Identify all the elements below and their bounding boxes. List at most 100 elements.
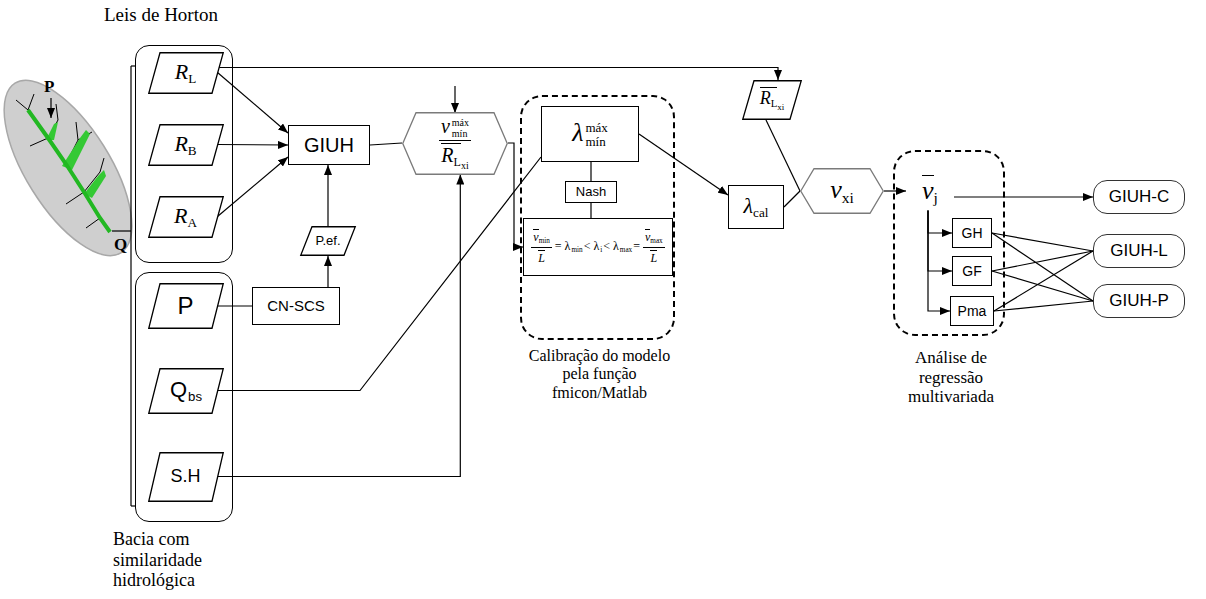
subscript-text: cal — [753, 205, 768, 220]
group-box: Bacia com similaridade hidrológicaPQbsS.… — [135, 272, 233, 522]
connector — [218, 157, 289, 217]
node-label: P — [176, 292, 194, 320]
connector — [994, 251, 1093, 311]
overbar-group: L — [650, 250, 657, 265]
symbol-text: R — [174, 131, 187, 156]
fraction-numerator: vmin — [531, 229, 552, 248]
node-label: CN-SCS — [266, 297, 326, 314]
node-label: vmáxmínRLxi — [437, 115, 473, 171]
connector — [639, 134, 728, 195]
subscript-text: mín — [452, 128, 469, 139]
node-label: Pma — [957, 303, 988, 319]
subscript-text: xi — [777, 102, 784, 112]
connector — [218, 305, 253, 306]
node-label: Nash — [575, 185, 607, 200]
caption-text: Análise de regressão multivariada — [908, 348, 994, 406]
stacked-limits: máxmín — [585, 121, 607, 150]
connector — [992, 251, 1093, 271]
symbol-text: Pma — [958, 303, 987, 319]
symbol-text: P — [177, 292, 193, 319]
data-parallelogram: Qbs — [148, 368, 224, 414]
dashed-group-box: Análise de regressão multivariadavjGHGFP… — [893, 150, 1005, 336]
symbol-text: Nash — [576, 184, 606, 199]
node-label: RA — [174, 203, 197, 230]
symbol-text: S.H — [170, 466, 200, 486]
node-label: RL — [175, 59, 197, 86]
fraction: vmáxmínRLxi — [439, 115, 471, 171]
connector — [327, 256, 328, 287]
symbol-text: R — [760, 88, 771, 108]
data-parallelogram: RLxi — [742, 80, 802, 120]
output-box: GIUH-C — [1093, 180, 1185, 214]
connector — [218, 73, 289, 134]
symbol-text: < λ — [584, 239, 600, 253]
symbol-text: GIUH-L — [1110, 241, 1168, 260]
connector — [218, 175, 461, 477]
symbol-text: CN-SCS — [267, 297, 325, 314]
fraction: vminL — [531, 229, 552, 265]
overbar-group: RL — [760, 87, 778, 110]
caption-text: Leis de Horton — [104, 4, 218, 25]
connector — [218, 157, 542, 391]
subscript-text: L — [771, 97, 778, 109]
subscript-text: max — [620, 246, 632, 254]
symbol-text: v — [645, 230, 650, 244]
connector — [884, 190, 906, 191]
node-label: vj — [922, 175, 938, 208]
symbol-text: P.ef. — [315, 233, 340, 248]
data-parallelogram: RL — [148, 52, 224, 94]
symbol-text: λ — [572, 118, 583, 147]
node-label: Qbs — [169, 377, 202, 404]
symbol-text: R — [441, 144, 453, 166]
process-box: Pma — [950, 296, 994, 326]
symbol-text: GF — [962, 263, 981, 279]
outline — [148, 368, 223, 413]
callout-label: P — [44, 78, 54, 95]
symbol-text: R — [174, 203, 187, 228]
node-label: GIUH — [303, 134, 355, 157]
process-box: Nash — [565, 181, 617, 203]
outline — [301, 227, 356, 256]
subscript-text: B — [188, 143, 197, 158]
subscript-text: L — [454, 155, 461, 169]
hexagon-box: vmáxmínRLxi — [402, 112, 508, 175]
outline — [801, 169, 884, 214]
subscript-text: min — [571, 246, 582, 254]
symbol-text: GIUH-P — [1109, 291, 1169, 310]
subscript-text: A — [187, 215, 197, 230]
process-box: GIUH — [288, 125, 370, 165]
symbol-text: GH — [962, 225, 983, 241]
subscript-text: xi — [461, 160, 469, 171]
connector — [954, 196, 1093, 197]
overbar-group: v — [533, 229, 538, 244]
fraction-denominator: L — [650, 248, 657, 265]
connector — [994, 301, 1093, 311]
connector — [784, 191, 800, 207]
process-box: CN-SCS — [252, 287, 340, 325]
connector — [218, 68, 778, 81]
group-caption: Bacia com similaridade hidrológica — [113, 529, 247, 591]
overbar-group: v — [922, 175, 934, 204]
outline — [743, 81, 802, 120]
node-label: RLxi — [760, 87, 785, 113]
data-parallelogram: S.H — [148, 452, 224, 502]
group-box: Leis de HortonRLRBRA — [135, 45, 233, 263]
symbol-node: vj — [906, 172, 954, 211]
symbol-text: v — [830, 175, 842, 204]
node-label: GIUH-P — [1108, 291, 1170, 311]
node-label: RB — [174, 131, 196, 158]
subscript-text: max — [650, 237, 662, 245]
group-caption: Leis de Horton — [104, 4, 284, 26]
connector — [928, 211, 950, 312]
symbol-text: L — [538, 251, 545, 265]
fraction-numerator: vmáxmín — [439, 115, 471, 141]
process-box: λmáxmín — [541, 106, 639, 162]
symbol-text: Q — [170, 377, 187, 402]
connector — [928, 211, 952, 272]
outline — [148, 452, 223, 501]
connector — [928, 211, 952, 234]
symbol-text: v — [441, 115, 450, 137]
group-caption: Calibração do modelo pela função fmicon/… — [518, 347, 681, 402]
connector — [590, 203, 591, 218]
